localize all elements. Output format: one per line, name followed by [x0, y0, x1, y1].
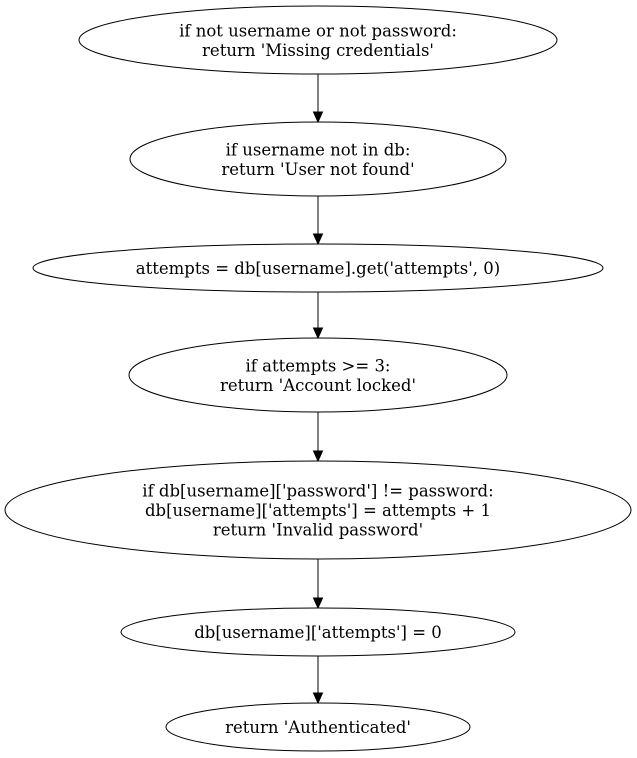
flow-node-3: attempts = db[username].get('attempts', … [32, 243, 604, 293]
flow-node-4: if attempts >= 3:return 'Account locked' [128, 337, 508, 413]
flow-node-text-line: return 'Missing credentials' [202, 41, 434, 60]
flow-edge-3 [312, 292, 324, 340]
arrowhead-icon [312, 450, 324, 463]
flow-node-text-line: return 'Invalid password' [213, 521, 423, 540]
arrowhead-icon [312, 233, 324, 246]
flow-edge-1 [312, 74, 324, 124]
flow-node-ellipse [32, 243, 604, 293]
flow-node-text-line: db[username]['attempts'] = attempts + 1 [145, 501, 491, 520]
flow-edge-6 [312, 656, 324, 705]
flow-node-7: return 'Authenticated' [165, 702, 471, 752]
flow-node-text-line: return 'User not found' [221, 160, 414, 179]
nodes-layer: if not username or not password:return '… [4, 5, 632, 752]
flow-node-text-line: db[username]['attempts'] = 0 [194, 623, 442, 642]
flow-node-text-line: if username not in db: [226, 140, 411, 159]
edges-layer [312, 74, 324, 705]
flow-node-ellipse [78, 5, 558, 75]
flow-node-ellipse [128, 337, 508, 413]
flow-node-text-line: if db[username]['password'] != password: [142, 482, 493, 501]
flow-node-5: if db[username]['password'] != password:… [4, 460, 632, 560]
flow-node-text-line: return 'Account locked' [220, 376, 416, 395]
arrowhead-icon [312, 597, 324, 610]
flow-node-ellipse [4, 460, 632, 560]
arrowhead-icon [312, 111, 324, 124]
flow-node-6: db[username]['attempts'] = 0 [120, 607, 516, 657]
arrowhead-icon [312, 692, 324, 705]
flow-node-ellipse [129, 121, 507, 197]
flow-node-ellipse [165, 702, 471, 752]
flow-node-1: if not username or not password:return '… [78, 5, 558, 75]
flow-node-text-line: attempts = db[username].get('attempts', … [136, 259, 500, 278]
flow-edge-5 [312, 559, 324, 610]
flow-node-text-line: return 'Authenticated' [225, 718, 411, 737]
flow-node-2: if username not in db:return 'User not f… [129, 121, 507, 197]
flow-edge-4 [312, 412, 324, 463]
flow-node-text-line: if attempts >= 3: [246, 356, 391, 375]
arrowhead-icon [312, 327, 324, 340]
flow-node-ellipse [120, 607, 516, 657]
flow-node-text-line: if not username or not password: [179, 21, 457, 40]
flow-edge-2 [312, 196, 324, 246]
